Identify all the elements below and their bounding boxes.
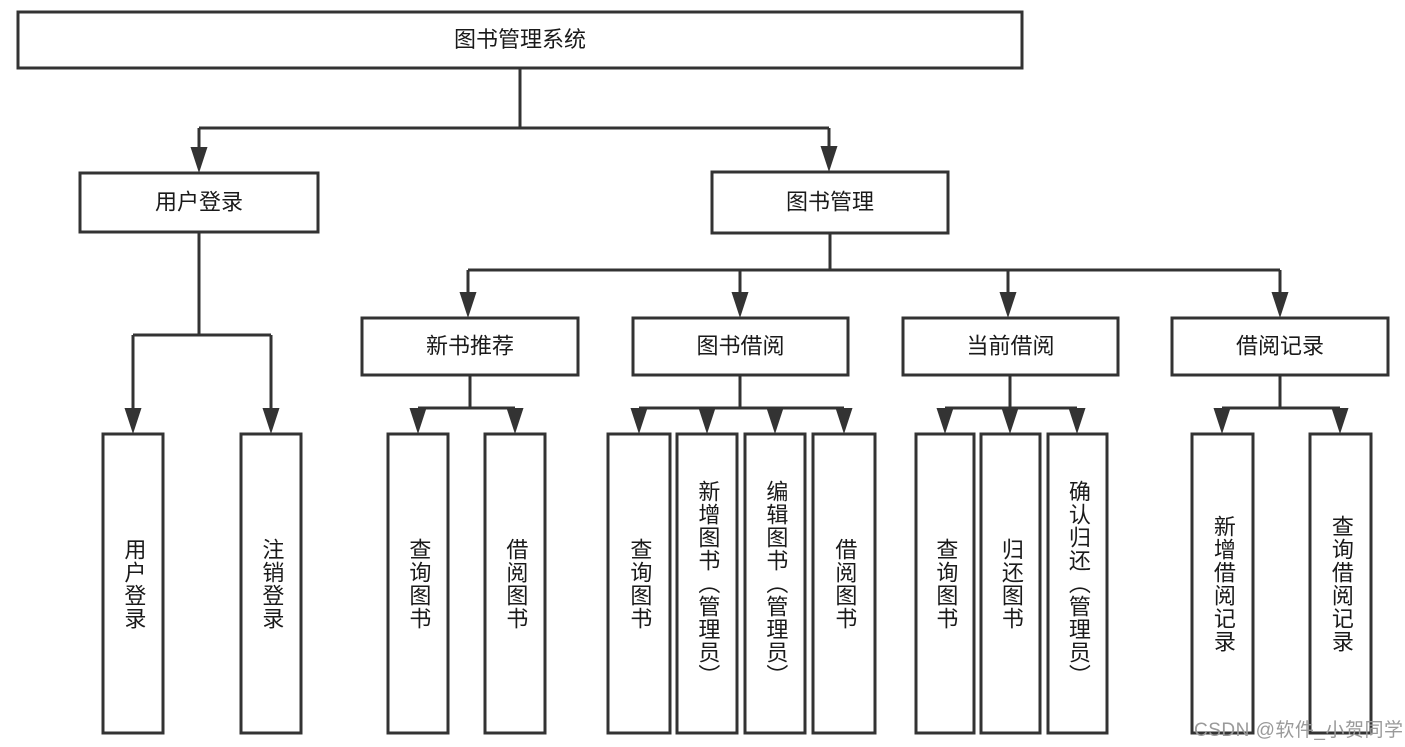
arrow-head-icon <box>1271 292 1289 318</box>
leaf-box-leaf-borrow-book-1[interactable] <box>483 432 547 735</box>
node-box-root[interactable] <box>16 10 1024 70</box>
node-box-borrow-record[interactable] <box>1170 316 1390 377</box>
node-box-book-borrow[interactable] <box>631 316 850 377</box>
arrow-head-icon <box>1331 408 1349 434</box>
arrow-head-icon <box>630 408 648 434</box>
node-label-user-login: 用户登录 <box>155 189 243 214</box>
arrow-head-icon <box>698 408 716 434</box>
arrow-head-icon <box>1213 408 1231 434</box>
node-box-book-management[interactable] <box>710 170 950 235</box>
leaf-box-leaf-borrow-book-2[interactable] <box>811 432 877 735</box>
leaf-box-leaf-add-record[interactable] <box>1190 432 1255 735</box>
leaf-box-leaf-confirm-return[interactable] <box>1046 432 1109 735</box>
leaf-box-leaf-query-book-3[interactable] <box>914 432 976 735</box>
arrow-head-icon <box>262 408 280 434</box>
leaf-box-leaf-return-book[interactable] <box>979 432 1042 735</box>
arrow-head-icon <box>1068 408 1086 434</box>
arrow-head-icon <box>835 408 853 434</box>
node-label-current-borrow: 当前借阅 <box>966 333 1054 358</box>
connectors-layer <box>124 68 1349 434</box>
node-box-current-borrow[interactable] <box>901 316 1120 377</box>
leaf-box-leaf-logout[interactable] <box>239 432 303 735</box>
arrow-head-icon <box>409 408 427 434</box>
arrow-head-icon <box>731 292 749 318</box>
arrow-head-icon <box>936 408 954 434</box>
leaf-box-leaf-edit-book[interactable] <box>743 432 807 735</box>
arrow-head-icon <box>124 408 142 434</box>
arrow-head-icon <box>820 146 838 172</box>
arrow-head-icon <box>999 292 1017 318</box>
leaf-box-leaf-query-book-1[interactable] <box>386 432 450 735</box>
node-label-borrow-record: 借阅记录 <box>1236 333 1324 358</box>
arrow-head-icon <box>190 147 208 173</box>
node-label-root: 图书管理系统 <box>454 27 586 52</box>
leaf-box-leaf-user-login[interactable] <box>101 432 165 735</box>
arrow-head-icon <box>506 408 524 434</box>
leaf-box-leaf-add-book[interactable] <box>675 432 739 735</box>
node-label-book-borrow: 图书借阅 <box>696 333 784 358</box>
node-label-book-management: 图书管理 <box>786 189 874 214</box>
boxes-layer <box>16 10 1390 735</box>
arrow-head-icon <box>459 292 477 318</box>
arrow-head-icon <box>766 408 784 434</box>
arrow-head-icon <box>1001 408 1019 434</box>
leaf-box-leaf-query-record[interactable] <box>1308 432 1373 735</box>
csdn-watermark: CSDN @软件_小贺同学 <box>1194 720 1404 741</box>
node-box-user-login[interactable] <box>78 171 320 234</box>
node-label-new-book-recommend: 新书推荐 <box>426 333 514 358</box>
leaf-box-leaf-query-book-2[interactable] <box>606 432 672 735</box>
node-box-new-book-recommend[interactable] <box>360 316 580 377</box>
